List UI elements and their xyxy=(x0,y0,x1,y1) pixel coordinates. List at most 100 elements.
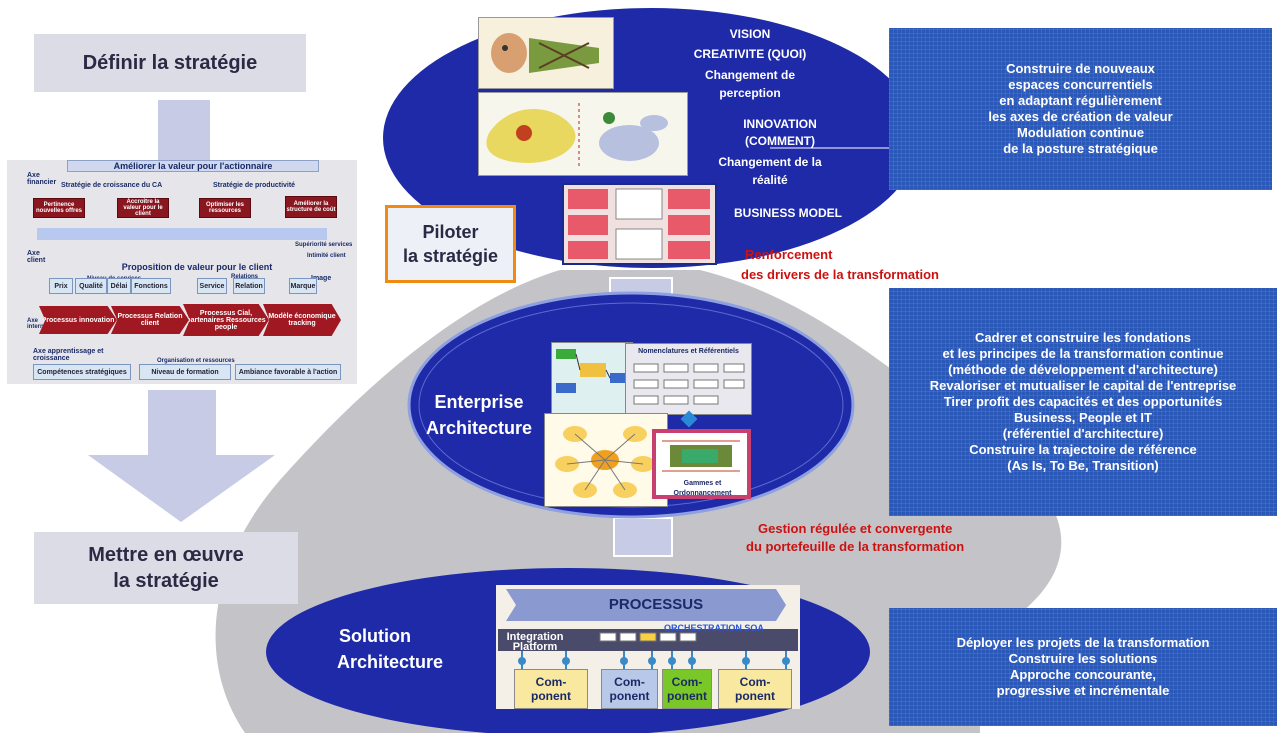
process-3: Processus Cial, partenaires Ressources p… xyxy=(183,304,269,336)
business-model-image xyxy=(562,183,717,265)
business-model-label: BUSINESS MODEL xyxy=(734,206,843,220)
client-item-1: Prix xyxy=(49,278,73,294)
right-box-vision: Construire de nouveaux espaces concurren… xyxy=(889,28,1272,190)
arrow-head xyxy=(88,455,275,522)
ea-image-1 xyxy=(551,342,633,416)
box3-line-2: Construire les solutions xyxy=(1008,651,1158,666)
superiority-label: Supériorité services xyxy=(295,242,353,248)
axe-client-label: Axe client xyxy=(27,250,46,264)
reality-label-2: réalité xyxy=(752,173,788,187)
component-3: Com- ponent xyxy=(662,669,712,709)
gammes-label-2: Ordonnancement xyxy=(673,490,732,497)
pilot-line-1: Piloter xyxy=(422,222,479,242)
innovation-label-2: (COMMENT) xyxy=(745,134,815,148)
integration-label-2: Platform xyxy=(512,641,558,653)
relations-label: Relations xyxy=(231,274,259,280)
learning-item-2: Niveau de formation xyxy=(139,364,231,380)
fin-box-3: Optimiser les ressources xyxy=(199,198,251,218)
client-item-7: Marque xyxy=(289,278,317,294)
client-item-5: Service xyxy=(197,278,227,294)
box1-line-1: Construire de nouveaux xyxy=(1006,61,1155,76)
client-band xyxy=(37,228,327,240)
intimacy-label: Intimité client xyxy=(307,253,346,259)
ea-ellipse-inner xyxy=(418,302,844,508)
pilot-strategy-box: Piloter la stratégie xyxy=(385,205,516,283)
box3-line-4: progressive et incrémentale xyxy=(996,683,1170,698)
reinforce-label-1: Renforcement xyxy=(745,247,833,262)
fin-box-2: Accroître la valeur pour le client xyxy=(117,198,169,218)
implement-line-2: la stratégie xyxy=(113,570,219,592)
nomenclatures-label: Nomenclatures et Référentiels xyxy=(638,348,739,355)
growth-strategy: Stratégie de croissance du CA xyxy=(61,182,163,189)
box1-line-2: espaces concurrentiels xyxy=(1008,77,1153,92)
integration-label-1: Integration xyxy=(506,631,564,643)
learning-item-3: Ambiance favorable à l'action xyxy=(235,364,341,380)
org-label: Organisation et ressources xyxy=(157,358,235,364)
axe-interne-label: Axe interne xyxy=(27,318,48,330)
arrow-shaft xyxy=(148,390,216,460)
perception-label-1: Changement de xyxy=(704,68,795,82)
strategy-map: Améliorer la valeur pour l'actionnaire A… xyxy=(7,160,357,384)
box2-line-9: (As Is, To Be, Transition) xyxy=(1007,458,1159,473)
client-item-3: Délai xyxy=(107,278,131,294)
right-box-ea: Cadrer et construire les fondations et l… xyxy=(889,288,1277,516)
vision-image-2 xyxy=(478,92,688,176)
process-2: Processus Relation client xyxy=(111,306,189,334)
ea-image-3 xyxy=(544,413,668,507)
orchestration-label: ORCHESTRATION SOA xyxy=(664,623,764,633)
box2-line-8: Construire la trajectoire de référence xyxy=(969,442,1197,457)
connector-2 xyxy=(613,517,673,557)
implement-line-1: Mettre en œuvre xyxy=(88,544,244,566)
client-item-4: Fonctions xyxy=(131,278,171,294)
box1-line-3: en adaptant régulièrement xyxy=(999,93,1162,108)
box2-line-2: et les principes de la transformation co… xyxy=(942,346,1224,361)
creativite-label: CREATIVITE (QUOI) xyxy=(693,47,807,61)
right-box-sa: Déployer les projets de la transformatio… xyxy=(889,608,1277,726)
box3-line-3: Approche concourante, xyxy=(1010,667,1156,682)
pilot-line-2: la stratégie xyxy=(402,246,499,266)
process-1: Processus innovation xyxy=(39,306,117,334)
box2-line-7: (référentiel d'architecture) xyxy=(1002,426,1164,441)
box1-line-6: de la posture stratégique xyxy=(1003,141,1158,156)
box1-line-5: Modulation continue xyxy=(1016,125,1145,140)
gestion-label-2: du portefeuille de la transformation xyxy=(746,539,965,554)
box2-line-1: Cadrer et construire les fondations xyxy=(975,330,1191,345)
reality-label-1: Changement de la xyxy=(718,155,822,169)
perception-label-2: perception xyxy=(719,86,781,100)
box2-line-6: Business, People et IT xyxy=(1014,410,1152,425)
box2-line-5: Tirer profit des capacités et des opport… xyxy=(943,394,1223,409)
ea-title-2: Architecture xyxy=(425,418,533,438)
gestion-label-1: Gestion régulée et convergente xyxy=(758,521,953,536)
define-strategy-box: Définir la stratégie xyxy=(34,34,306,92)
sa-title-2: Architecture xyxy=(336,652,444,672)
component-2: Com- ponent xyxy=(601,669,658,709)
value-prop-label: Proposition de valeur pour le client xyxy=(121,262,273,272)
productivity-strategy: Stratégie de productivité xyxy=(213,182,296,189)
client-item-2: Qualité xyxy=(75,278,107,294)
vision-label: VISION xyxy=(729,27,771,41)
implement-strategy-box: Mettre en œuvre la stratégie xyxy=(34,532,298,604)
vision-image-1 xyxy=(478,17,614,89)
ea-title-1: Enterprise xyxy=(434,392,524,412)
box2-line-3: (méthode de développement d'architecture… xyxy=(948,362,1218,377)
sa-title-1: Solution xyxy=(339,626,411,646)
process-4: Modèle économique tracking xyxy=(263,304,341,336)
fin-box-1: Pertinence nouvelles offres xyxy=(33,198,85,218)
fin-box-4: Améliorer la structure de coût xyxy=(285,196,337,218)
reinforce-label-2: des drivers de la transformation xyxy=(741,267,939,282)
ea-image-4 xyxy=(652,429,751,499)
client-item-6: Relation xyxy=(233,278,265,294)
component-4: Com- ponent xyxy=(718,669,792,709)
innovation-label-1: INNOVATION xyxy=(743,117,817,131)
axe-learning-label: Axe apprentissage et croissance xyxy=(33,348,104,362)
learning-item-1: Compétences stratégiques xyxy=(33,364,131,380)
processus-label: PROCESSUS xyxy=(608,596,704,613)
axe-financier-label: Axe financier xyxy=(27,172,57,186)
box1-line-4: les axes de création de valeur xyxy=(988,109,1173,124)
strategy-map-title: Améliorer la valeur pour l'actionnaire xyxy=(67,160,319,172)
component-1: Com- ponent xyxy=(514,669,588,709)
box3-line-1: Déployer les projets de la transformatio… xyxy=(956,635,1210,650)
image-label: Image xyxy=(311,275,332,282)
arrow-shaft-top xyxy=(158,100,210,160)
box2-line-4: Revaloriser et mutualiser le capital de … xyxy=(929,378,1237,393)
